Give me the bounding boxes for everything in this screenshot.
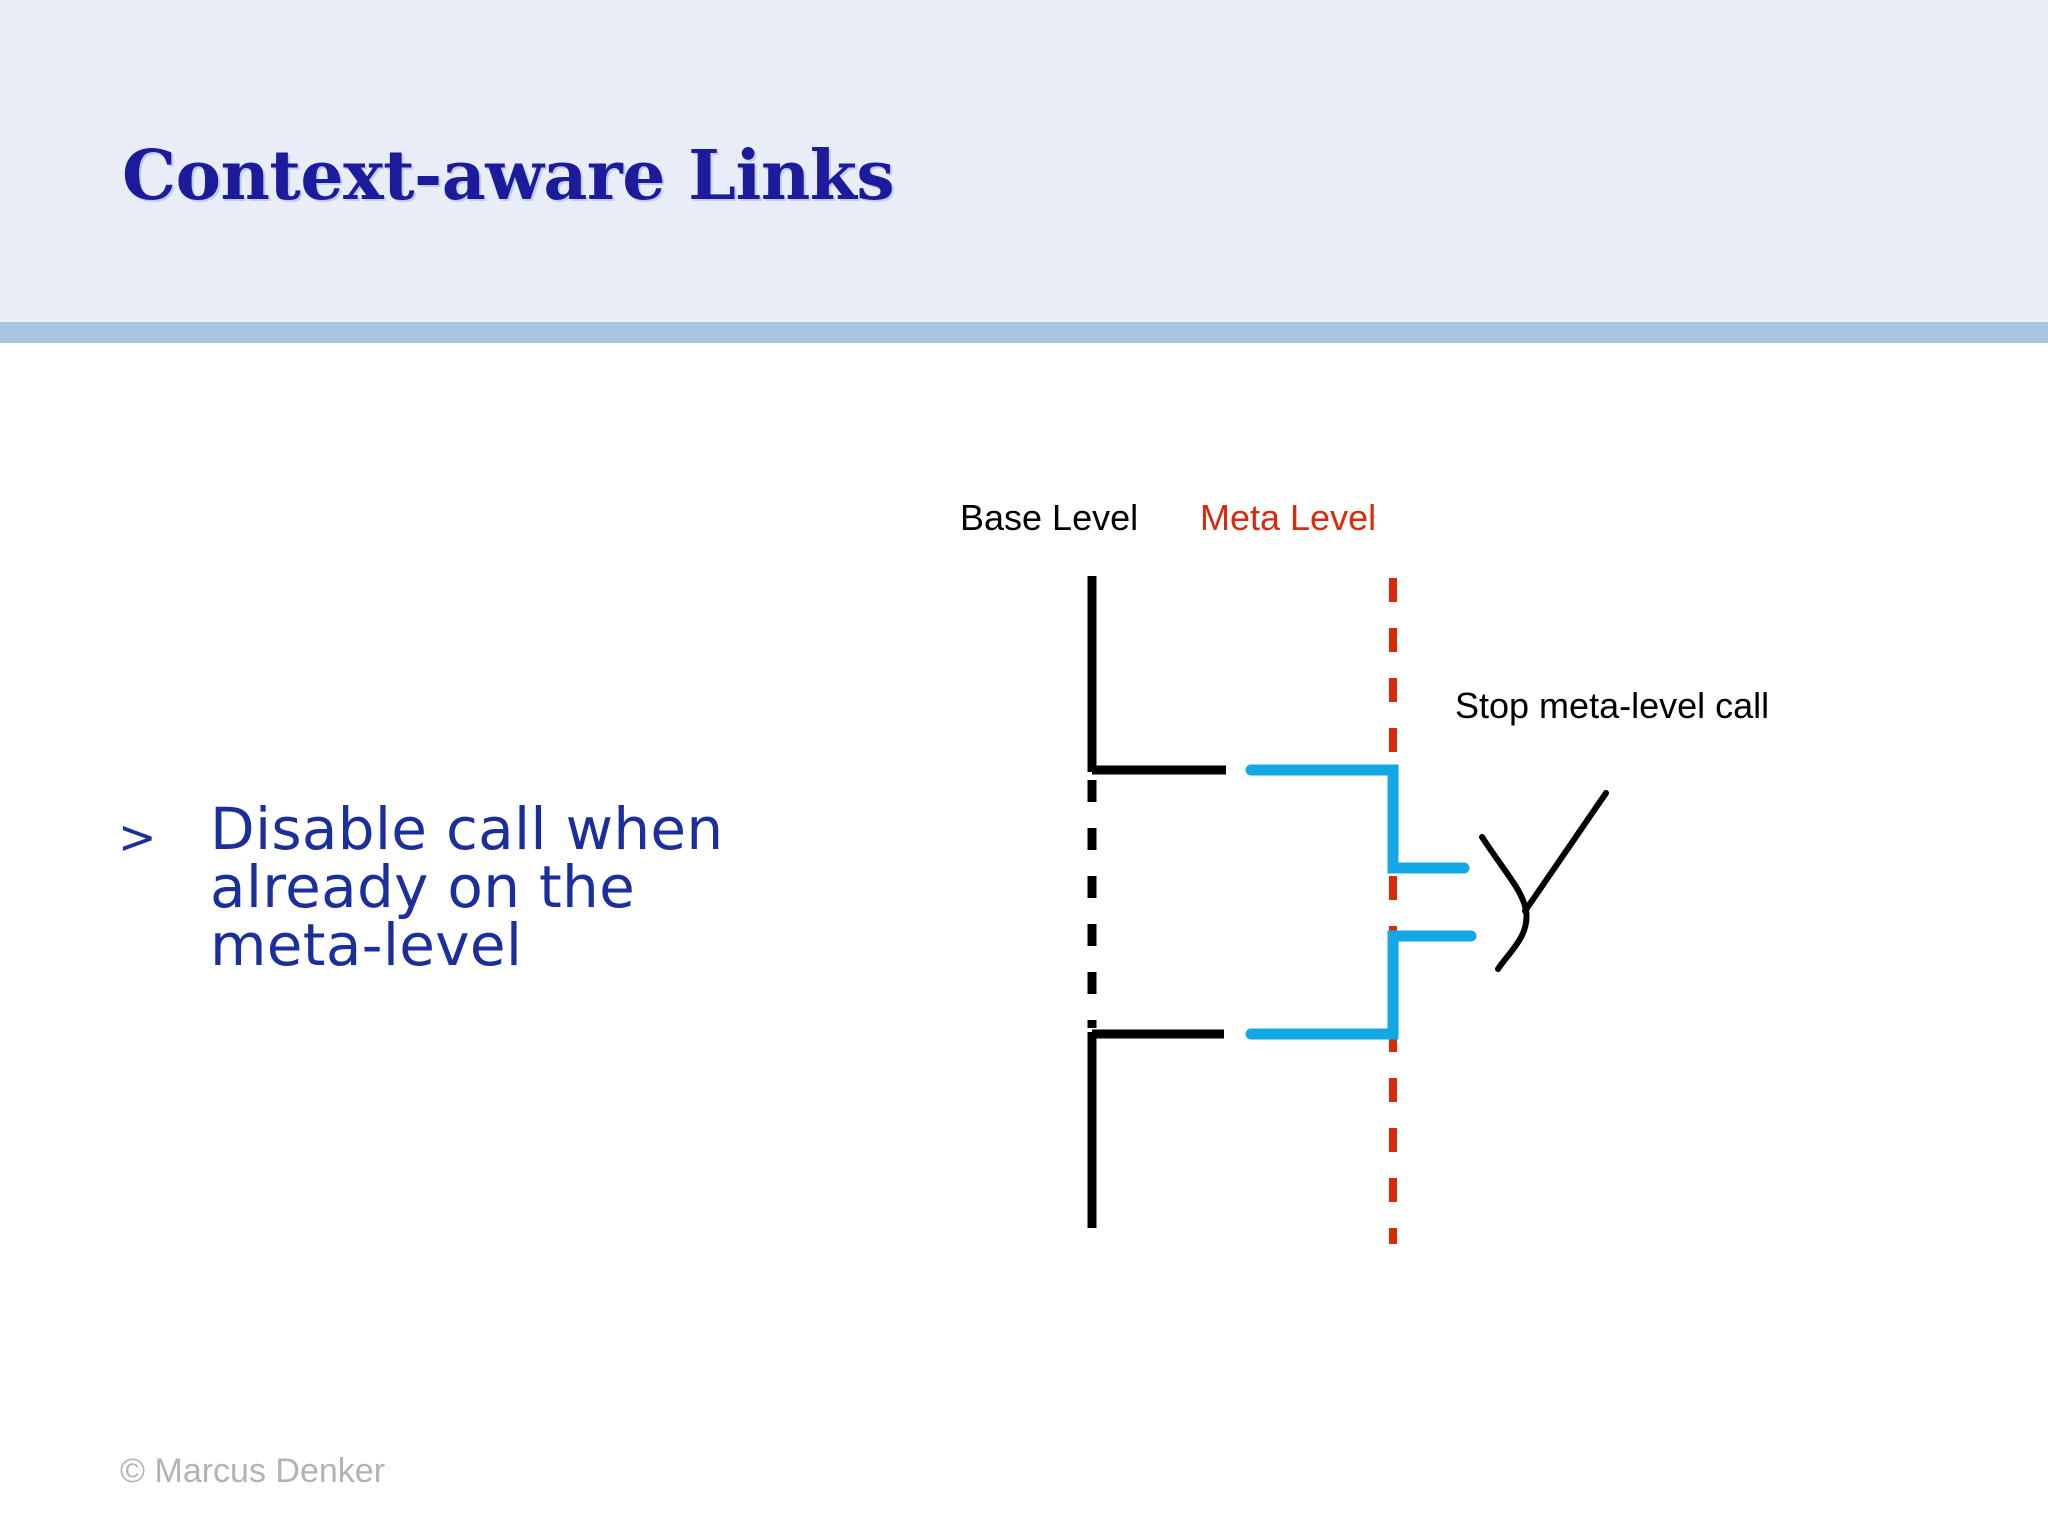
- page-title: Context-aware Links: [122, 136, 895, 216]
- base-level-label: Base Level: [960, 497, 1138, 538]
- annotation-leader-brace: [1479, 834, 1530, 972]
- meta-level-call-upper: [1245, 764, 1470, 874]
- bullet-marker-icon: >: [118, 810, 157, 864]
- copyright-footer: © Marcus Denker: [120, 1452, 386, 1490]
- slide-header-band: [0, 0, 2048, 322]
- bullet-item-label: Disable call when already on the meta-le…: [210, 795, 724, 979]
- slide-header-divider: [0, 322, 2048, 343]
- sequence-diagram: Base Level Meta Level: [960, 480, 1960, 1280]
- bullet-list: > Disable call when already on the meta-…: [118, 800, 758, 974]
- list-item: > Disable call when already on the meta-…: [118, 800, 758, 974]
- annotation-label: Stop meta-level call: [1455, 685, 1769, 726]
- meta-level-label: Meta Level: [1200, 497, 1376, 538]
- annotation-leader-line: [1522, 790, 1609, 914]
- meta-level-call-lower: [1245, 930, 1477, 1040]
- diagram-canvas: Base Level Meta Level: [960, 497, 1769, 1244]
